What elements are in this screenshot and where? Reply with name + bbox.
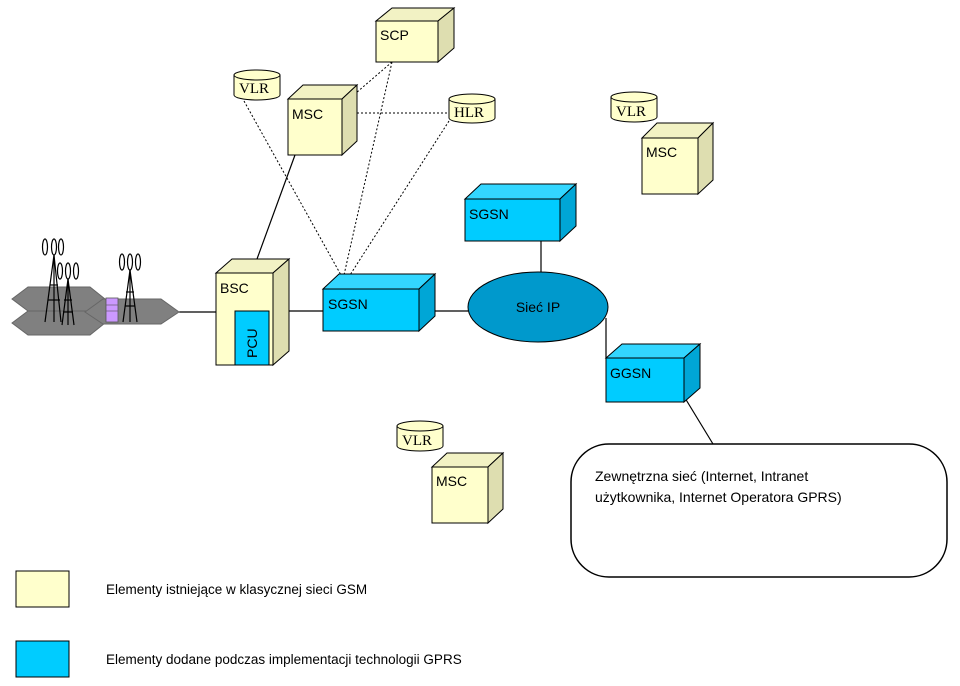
ggsn-label: GGSN xyxy=(610,365,651,381)
pcu-unit[interactable] xyxy=(234,310,270,366)
msc-bottom-label: MSC xyxy=(436,473,467,489)
sgsn-node-top[interactable]: SGSN xyxy=(463,182,578,243)
antenna-tower-icon xyxy=(56,262,80,326)
antenna-tower-icon xyxy=(41,238,65,323)
external-network-box[interactable]: Zewnętrzna sieć (Internet, Intranet użyt… xyxy=(570,443,948,578)
connections xyxy=(179,61,714,445)
link-vlr-sgsn xyxy=(243,100,342,276)
link-ggsn-external xyxy=(684,397,714,445)
ggsn-node[interactable]: GGSN xyxy=(604,342,702,404)
scp-node[interactable]: SCP xyxy=(374,6,456,64)
hlr-label: HLR xyxy=(454,105,484,121)
bsc-node[interactable]: BSC PCU xyxy=(214,257,291,367)
msc-node-top[interactable]: MSC xyxy=(286,83,359,157)
link-msc-bsc xyxy=(256,154,296,260)
antenna-tower-icon xyxy=(118,253,142,323)
radio-access xyxy=(11,238,180,336)
legend-gprs-swatch xyxy=(15,640,70,678)
vlr-bottom-label: VLR xyxy=(402,433,432,449)
hexagon-cell-icon xyxy=(84,298,180,325)
external-network-line2: użytkownika, Internet Operatora GPRS) xyxy=(595,489,842,505)
msc-top-label: MSC xyxy=(292,106,323,122)
sgsn-node-main[interactable]: SGSN xyxy=(321,272,437,333)
vlr-database-top[interactable]: VLR xyxy=(233,69,281,101)
legend: Elementy istniejące w klasycznej sieci G… xyxy=(15,570,462,678)
legend-gsm-swatch xyxy=(15,570,70,608)
vlr-right-label: VLR xyxy=(616,104,646,120)
mobile-station-icon xyxy=(105,297,119,323)
legend-gsm-label: Elementy istniejące w klasycznej sieci G… xyxy=(106,582,367,597)
pcu-label: PCU xyxy=(244,328,260,358)
external-network-line1: Zewnętrzna sieć (Internet, Intranet xyxy=(595,468,808,484)
msc-right-label: MSC xyxy=(646,144,677,160)
ip-network-label: Sieć IP xyxy=(516,299,560,315)
scp-label: SCP xyxy=(380,27,409,43)
link-scp-msc xyxy=(355,61,393,94)
sgsn-top-label: SGSN xyxy=(469,206,509,222)
msc-node-right[interactable]: MSC xyxy=(640,121,715,196)
link-hlr-sgsn xyxy=(349,120,450,276)
link-scp-sgsn xyxy=(343,61,393,276)
vlr-database-bottom[interactable]: VLR xyxy=(396,420,444,452)
sgsn-main-label: SGSN xyxy=(328,296,368,312)
legend-gprs-label: Elementy dodane podczas implementacji te… xyxy=(106,652,462,667)
vlr-top-label: VLR xyxy=(239,81,269,97)
ip-network-cloud[interactable]: Sieć IP xyxy=(467,271,609,343)
hlr-database[interactable]: HLR xyxy=(448,93,496,124)
vlr-database-right[interactable]: VLR xyxy=(610,91,658,123)
bsc-label: BSC xyxy=(220,280,249,296)
msc-node-bottom[interactable]: MSC xyxy=(430,451,505,525)
